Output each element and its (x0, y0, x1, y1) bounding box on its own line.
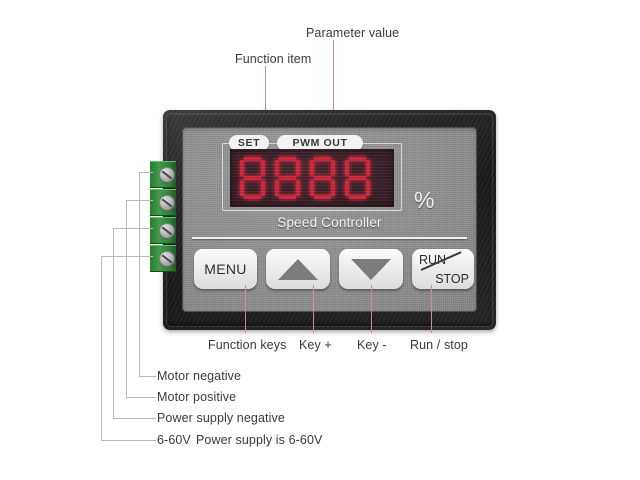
callout-leader-power-negative-h1 (113, 228, 153, 229)
screw-icon (159, 167, 175, 183)
callout-leader-key-minus (371, 285, 372, 333)
terminal-motor-positive[interactable] (150, 189, 176, 216)
callout-leader-function-keys (245, 285, 246, 333)
triangle-up-icon (278, 258, 318, 280)
screw-icon (159, 223, 175, 239)
callout-label-motor-negative: Motor negative (157, 369, 242, 383)
stop-label: STOP (435, 272, 469, 286)
callout-leader-motor-negative-v (139, 172, 140, 376)
callout-leader-parameter-value (333, 40, 334, 110)
callout-leader-power-positive-h1 (101, 256, 153, 257)
indicator-set[interactable]: SET (229, 135, 269, 151)
callout-note-power-supply-voltage: Power supply is 6-60V (196, 433, 323, 447)
callout-leader-motor-positive-h2 (126, 397, 156, 398)
triangle-down-icon (351, 258, 391, 280)
faceplate-divider (192, 237, 467, 239)
menu-button[interactable]: MENU (194, 249, 257, 289)
callout-leader-motor-positive-v (126, 200, 127, 397)
callout-leader-motor-negative-h2 (139, 376, 156, 377)
led-digit-2 (274, 157, 301, 199)
callout-leader-power-positive-v (101, 256, 102, 440)
unit-percent-symbol: % (414, 187, 435, 213)
speed-controller-device: SET PWM OUT (163, 110, 496, 330)
terminal-block (150, 161, 176, 273)
callout-leader-function-item (265, 66, 266, 110)
callout-label-key-minus: Key - (357, 338, 387, 352)
callout-label-power-supply-voltage: 6-60V (157, 433, 191, 447)
menu-button-label: MENU (204, 261, 247, 277)
run-stop-button[interactable]: RUN STOP (412, 249, 474, 289)
callout-leader-run-stop (431, 285, 432, 333)
callout-leader-motor-negative-h1 (139, 172, 153, 173)
terminal-power-positive[interactable] (150, 245, 176, 272)
led-digits (239, 157, 371, 199)
callout-leader-key-plus (313, 285, 314, 333)
callout-label-power-supply-negative: Power supply negative (157, 411, 285, 425)
key-minus-button[interactable] (339, 249, 403, 289)
key-plus-button[interactable] (266, 249, 330, 289)
led-digit-3 (309, 157, 336, 199)
led-digit-1 (239, 157, 266, 199)
run-label: RUN (419, 253, 447, 267)
terminal-motor-negative[interactable] (150, 161, 176, 188)
indicator-pwm-out[interactable]: PWM OUT (277, 135, 363, 151)
callout-label-parameter-value: Parameter value (306, 26, 400, 40)
callout-leader-power-negative-h2 (113, 418, 156, 419)
callout-leader-power-positive-h2 (101, 440, 156, 441)
callout-label-key-plus: Key + (299, 338, 332, 352)
screw-icon (159, 195, 175, 211)
led-display: 8888 (230, 149, 394, 207)
callout-label-run-stop: Run / stop (410, 338, 468, 352)
callout-label-motor-positive: Motor positive (157, 390, 237, 404)
callout-leader-power-negative-v (113, 228, 114, 418)
callout-leader-motor-positive-h1 (126, 200, 153, 201)
screw-icon (159, 251, 175, 267)
device-brand-label: Speed Controller (277, 215, 382, 230)
led-digit-4 (344, 157, 371, 199)
callout-label-function-keys: Function keys (208, 338, 287, 352)
device-faceplate: SET PWM OUT (182, 127, 477, 312)
terminal-power-negative[interactable] (150, 217, 176, 244)
callout-label-function-item: Function item (235, 52, 312, 66)
